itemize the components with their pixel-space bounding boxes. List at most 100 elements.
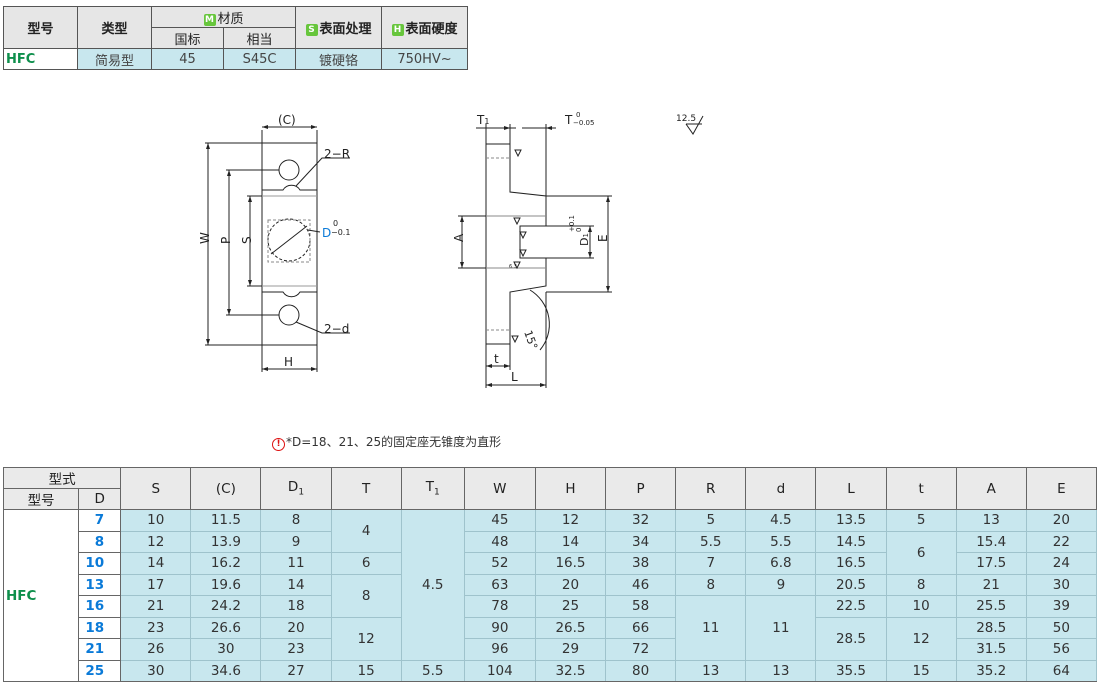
dim-t1-label: T bbox=[476, 113, 485, 127]
table-cell: 22.5 bbox=[815, 595, 887, 618]
table-cell: 58 bbox=[605, 595, 677, 618]
header-standard: 国标 bbox=[151, 27, 224, 49]
note: !*D=18、21、25的固定座无锥度为直形 bbox=[272, 433, 501, 451]
material-badge-icon: M bbox=[203, 13, 216, 26]
table-cell: 6.8 bbox=[745, 552, 817, 575]
header-col: (C) bbox=[190, 467, 262, 510]
dim-p-label: P bbox=[219, 237, 233, 244]
table-cell: 22 bbox=[1025, 530, 1098, 553]
table-cell: 34 bbox=[605, 530, 677, 553]
dim-d1-tol-upper: +0.1 bbox=[568, 215, 576, 232]
table-cell: 80 bbox=[605, 659, 677, 682]
table-cell: 25 bbox=[534, 595, 607, 618]
dim-r-label: 2−R bbox=[324, 147, 350, 161]
table-cell: 63 bbox=[463, 573, 536, 596]
table-cell: 90 bbox=[463, 616, 536, 639]
dim-c-label: (C) bbox=[278, 113, 296, 127]
front-view-outline bbox=[261, 142, 318, 346]
table-cell: 14.5 bbox=[815, 530, 887, 553]
table-cell: 24.2 bbox=[190, 595, 262, 618]
table-cell: 11.5 bbox=[190, 509, 262, 532]
d-cell: 7 bbox=[78, 509, 122, 532]
row-equivalent: S45C bbox=[222, 48, 297, 70]
table-cell: 15 bbox=[330, 659, 402, 682]
header-col: W bbox=[463, 467, 536, 510]
table-cell: 39 bbox=[1025, 595, 1098, 618]
table-cell: 5.5 bbox=[675, 530, 747, 553]
d-cell: 25 bbox=[78, 659, 122, 682]
table-cell: 9 bbox=[745, 573, 817, 596]
table-cell: 12 bbox=[330, 616, 402, 661]
header-col: E bbox=[1025, 467, 1098, 510]
table-cell: 64 bbox=[1025, 659, 1098, 682]
table-cell: 26.5 bbox=[534, 616, 607, 639]
table-cell: 18 bbox=[260, 595, 332, 618]
table-cell: 8 bbox=[885, 573, 957, 596]
dim-t-label: T bbox=[564, 113, 573, 127]
table-cell: 20.5 bbox=[815, 573, 887, 596]
table-cell: 48 bbox=[463, 530, 536, 553]
roughness-mark-label: 6.3 bbox=[509, 264, 517, 270]
dim-l-label: L bbox=[511, 370, 518, 384]
table-cell: 4.5 bbox=[745, 509, 817, 532]
header-material-label: 材质 bbox=[217, 11, 244, 27]
d-cell: 16 bbox=[78, 595, 122, 618]
table-cell: 21 bbox=[955, 573, 1027, 596]
table-cell: 45 bbox=[463, 509, 536, 532]
dim-h-label: H bbox=[284, 355, 293, 369]
table-cell: 38 bbox=[605, 552, 677, 575]
dim-d-tol-upper: 0 bbox=[333, 219, 338, 228]
table-cell: 11 bbox=[745, 595, 817, 661]
header-col: d bbox=[745, 467, 817, 510]
table-cell: 52 bbox=[463, 552, 536, 575]
table-cell: 10 bbox=[885, 595, 957, 618]
dim-small-d-label: 2−d bbox=[324, 322, 349, 336]
d-cell: 10 bbox=[78, 552, 122, 575]
table-cell: 16.5 bbox=[815, 552, 887, 575]
d-cell: 8 bbox=[78, 530, 122, 553]
table-cell: 20 bbox=[260, 616, 332, 639]
table-cell: 66 bbox=[605, 616, 677, 639]
table-cell: 34.6 bbox=[190, 659, 262, 682]
table-cell: 12 bbox=[120, 530, 192, 553]
header-surface-label: 表面处理 bbox=[319, 22, 372, 37]
header-hardness-label: 表面硬度 bbox=[405, 22, 458, 37]
row-standard: 45 bbox=[151, 48, 224, 70]
table-cell: 11 bbox=[675, 595, 747, 661]
table-cell: 96 bbox=[463, 638, 536, 661]
dim-d1-sub: 1 bbox=[582, 233, 590, 237]
header-model: 型号 bbox=[3, 6, 78, 49]
table-cell: 78 bbox=[463, 595, 536, 618]
d-cell: 21 bbox=[78, 638, 122, 661]
table-cell: 29 bbox=[534, 638, 607, 661]
table-cell: 7 bbox=[675, 552, 747, 575]
table-cell: 46 bbox=[605, 573, 677, 596]
header-col: H bbox=[534, 467, 607, 510]
table-cell: 28.5 bbox=[815, 616, 887, 661]
table-cell: 16.5 bbox=[534, 552, 607, 575]
table-cell: 16.2 bbox=[190, 552, 262, 575]
table-cell: 20 bbox=[534, 573, 607, 596]
table-cell: 9 bbox=[260, 530, 332, 553]
row-hardness: 750HV~ bbox=[381, 48, 469, 70]
table-cell: 27 bbox=[260, 659, 332, 682]
table-cell: 32.5 bbox=[534, 659, 607, 682]
table-cell: 13.9 bbox=[190, 530, 262, 553]
table-cell: 14 bbox=[120, 552, 192, 575]
dim-d-tol-lower: −0.1 bbox=[331, 228, 350, 237]
table-cell: 28.5 bbox=[955, 616, 1027, 639]
header-type: 类型 bbox=[77, 6, 152, 49]
table-cell: 56 bbox=[1025, 638, 1098, 661]
table-cell: 20 bbox=[1025, 509, 1098, 532]
table-cell: 72 bbox=[605, 638, 677, 661]
header-col: P bbox=[605, 467, 677, 510]
dim-d1-label: D bbox=[578, 238, 591, 246]
table-cell: 13.5 bbox=[815, 509, 887, 532]
table-cell: 24 bbox=[1025, 552, 1098, 575]
header-col: t bbox=[885, 467, 957, 510]
dim-angle-label: 15° bbox=[521, 329, 540, 352]
row-type: 简易型 bbox=[77, 48, 152, 70]
table-cell: 5 bbox=[885, 509, 957, 532]
svg-text:T1: T1 bbox=[476, 113, 489, 127]
